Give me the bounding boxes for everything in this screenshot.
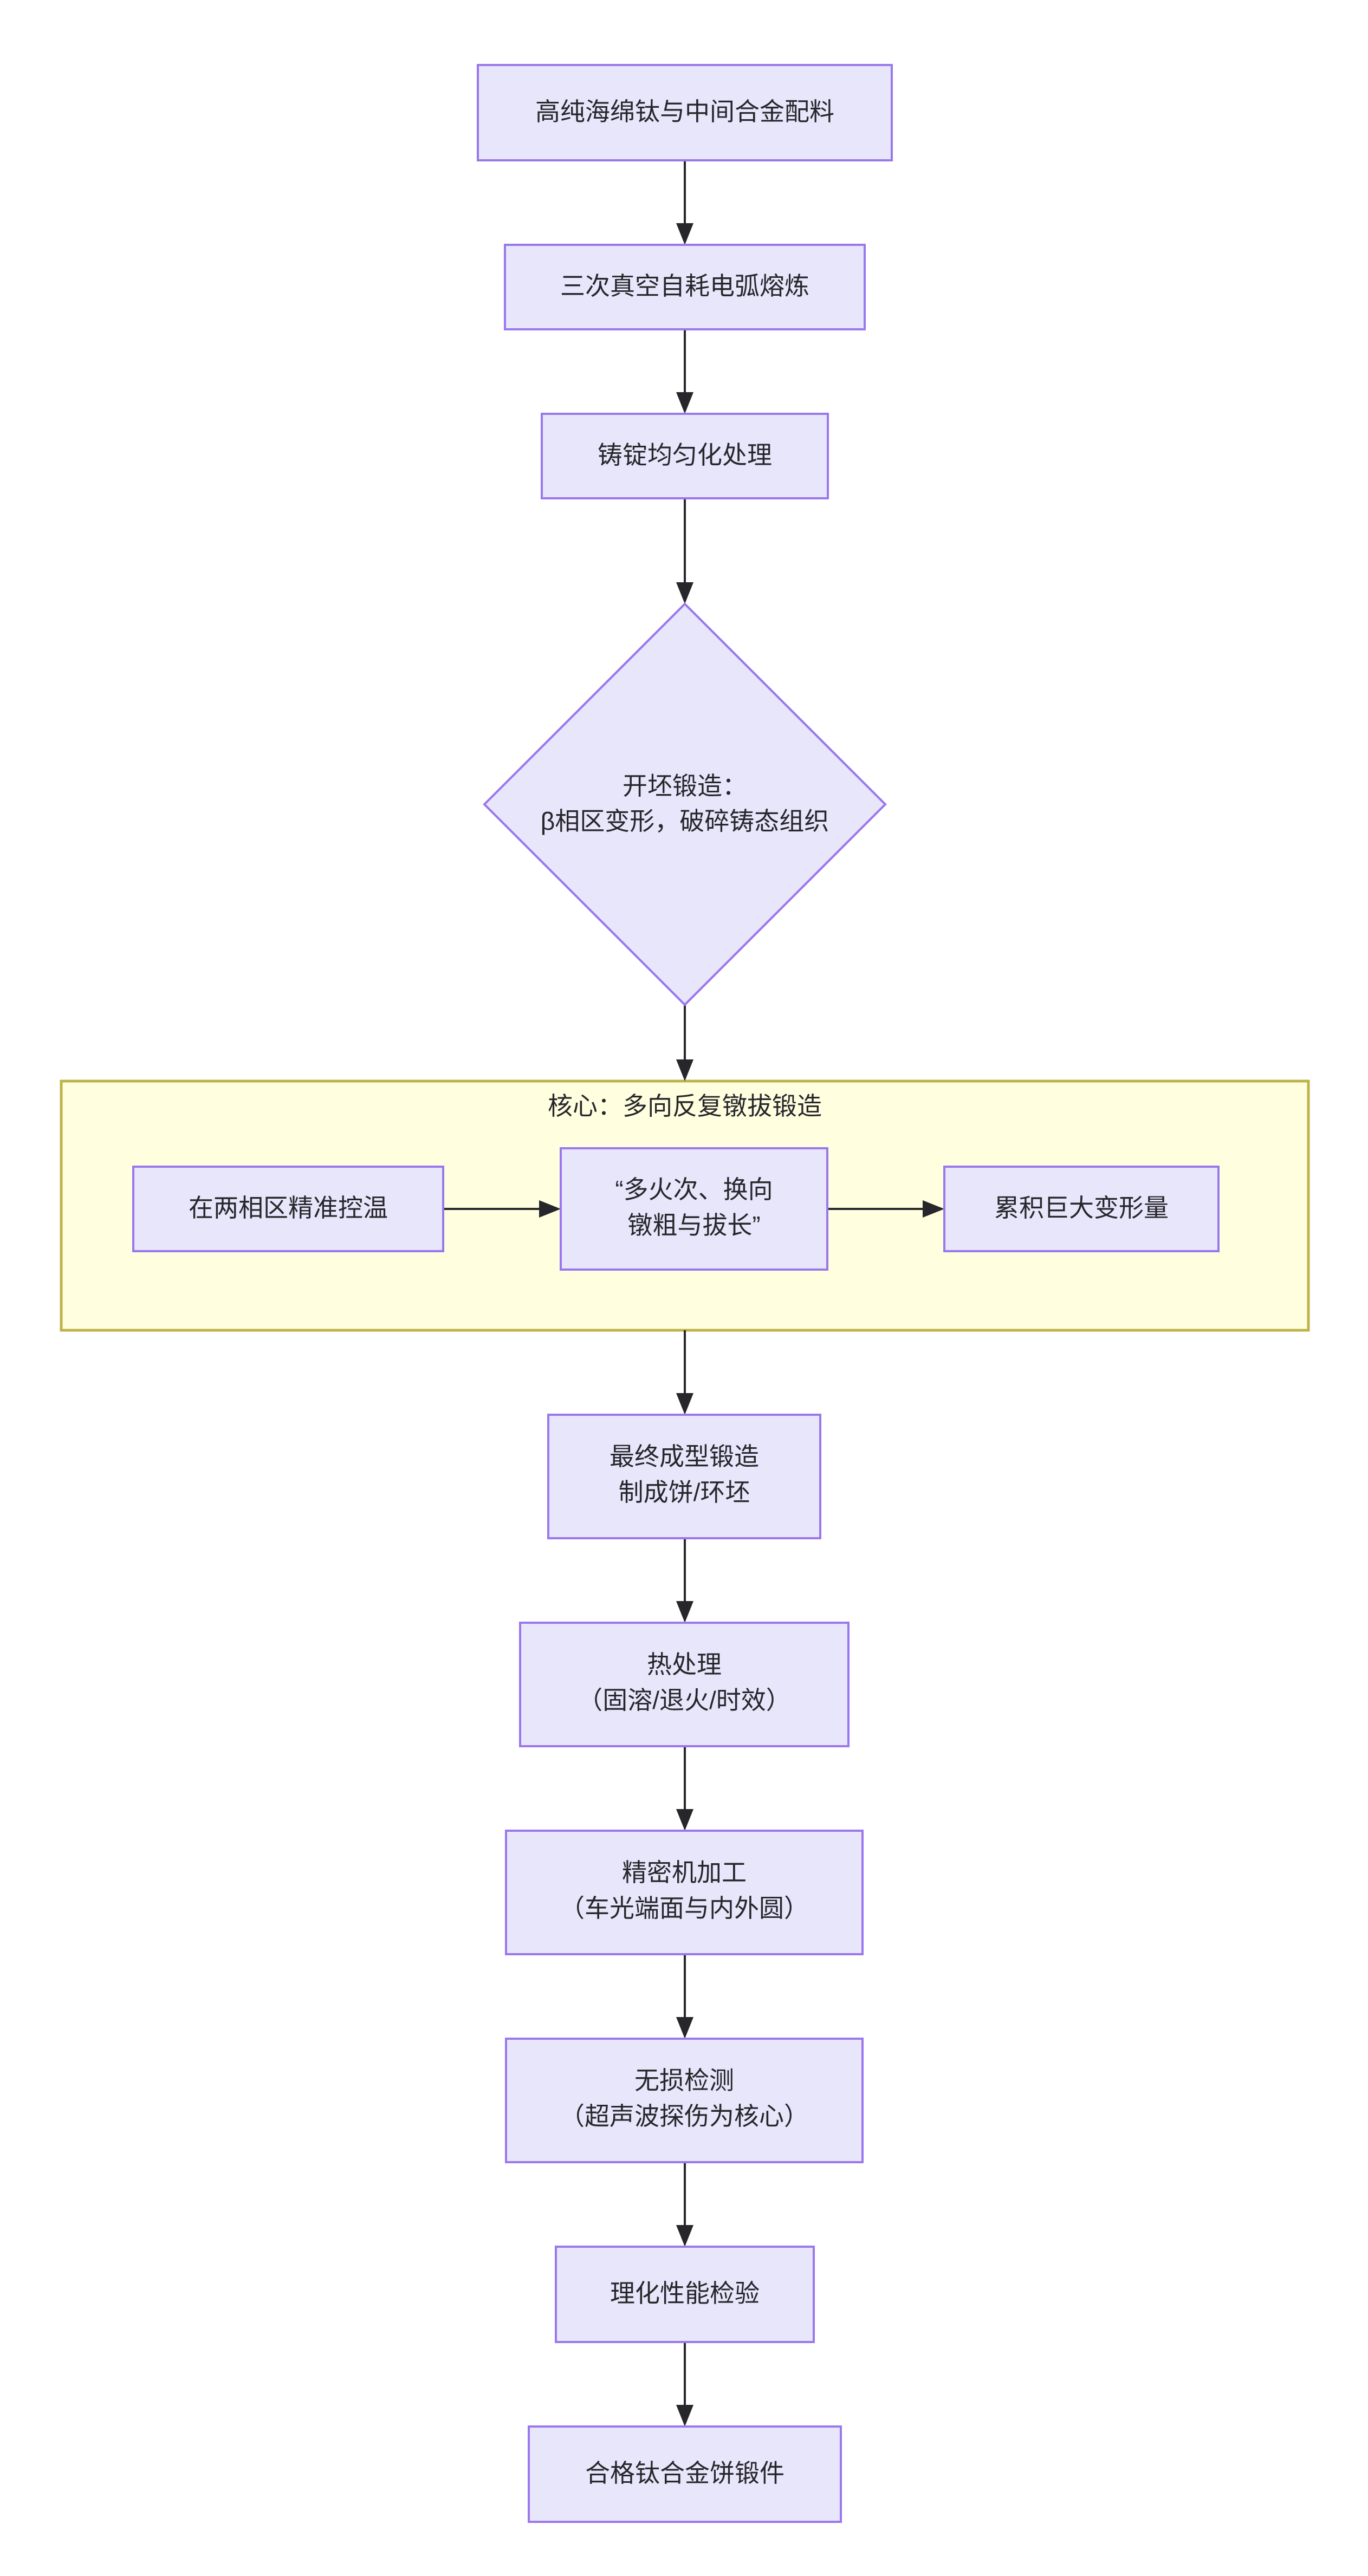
node-label-n13: 合格钛合金饼锻件: [585, 2459, 785, 2487]
node-rect-n12[interactable]: [555, 2246, 815, 2343]
node-physical-chemical-inspection[interactable]: 理化性能检验: [555, 2246, 815, 2343]
edge-group: [443, 160, 944, 2427]
node-label-n3: 铸锭均匀化处理: [598, 441, 772, 469]
edge-n5-n6: [443, 1200, 561, 1218]
node-label-n8-line2: 制成饼/环坯: [619, 1478, 750, 1506]
edge-n2-n3: [676, 329, 693, 414]
node-label-n9-line1: 热处理: [647, 1650, 722, 1679]
node-label-n10-line1: 精密机加工: [622, 1858, 747, 1887]
node-rect-n9[interactable]: [519, 1622, 850, 1747]
edge-n6-n7: [827, 1200, 944, 1218]
node-label-n11-line2: （超声波探伤为核心）: [560, 2102, 809, 2130]
edge-n10-n11: [676, 1954, 693, 2039]
node-label-n8-line1: 最终成型锻造: [610, 1442, 759, 1471]
edge-n12-n13: [676, 2342, 693, 2427]
node-label-n10-line2: （车光端面与内外圆）: [560, 1894, 809, 1922]
node-label-n4-line1: 开坯锻造：: [623, 772, 747, 800]
node-accumulated-deformation[interactable]: 累积巨大变形量: [943, 1166, 1220, 1252]
edge-n3-n4: [676, 498, 693, 604]
edge-n9-n10: [676, 1746, 693, 1831]
node-label-n5: 在两相区精准控温: [189, 1194, 388, 1222]
edge-n4-cluster: [676, 1005, 693, 1081]
edge-n11-n12: [676, 2162, 693, 2247]
node-final-forming-forging[interactable]: 最终成型锻造 制成饼/环坯: [547, 1414, 821, 1539]
node-rect-n7[interactable]: [943, 1166, 1220, 1252]
node-nondestructive-testing[interactable]: 无损检测 （超声波探伤为核心）: [505, 2038, 864, 2163]
node-rect-n11[interactable]: [505, 2038, 864, 2163]
node-rect-n6[interactable]: [560, 1147, 828, 1271]
node-rect-n8[interactable]: [547, 1414, 821, 1539]
node-ingot-homogenization[interactable]: 铸锭均匀化处理: [541, 413, 829, 499]
node-rect-n3[interactable]: [541, 413, 829, 499]
node-label-n6-line1: “多火次、换向: [615, 1175, 773, 1204]
node-label-n2: 三次真空自耗电弧熔炼: [560, 272, 809, 300]
node-rect-n13[interactable]: [528, 2425, 842, 2523]
node-heat-treatment[interactable]: 热处理 （固溶/退火/时效）: [519, 1622, 850, 1747]
cluster-title: 核心：多向反复镦拔锻造: [548, 1092, 822, 1120]
edge-cluster-n8: [676, 1330, 693, 1415]
node-raw-material[interactable]: 高纯海绵钛与中间合金配料: [477, 64, 893, 161]
node-label-n4-line2: β相区变形，破碎铸态组织: [541, 807, 829, 835]
node-precision-machining[interactable]: 精密机加工 （车光端面与内外圆）: [505, 1830, 864, 1955]
node-label-n9-line2: （固溶/退火/时效）: [578, 1686, 791, 1714]
node-label-n7: 累积巨大变形量: [994, 1194, 1169, 1222]
node-rect-n2[interactable]: [504, 244, 866, 330]
node-rect-n5[interactable]: [132, 1166, 444, 1252]
node-diamond-n4[interactable]: [483, 602, 887, 1006]
node-rect-n10[interactable]: [505, 1830, 864, 1955]
node-vacuum-arc-melting[interactable]: 三次真空自耗电弧熔炼: [504, 244, 866, 330]
edge-n1-n2: [676, 160, 693, 245]
node-label-n12: 理化性能检验: [610, 2279, 760, 2307]
node-label-n6-line2: 镦粗与拔长”: [627, 1211, 760, 1239]
node-two-phase-temperature-control[interactable]: 在两相区精准控温: [132, 1166, 444, 1252]
edge-n8-n9: [676, 1538, 693, 1623]
node-label-n11-line1: 无损检测: [634, 2066, 734, 2094]
node-qualified-forging[interactable]: 合格钛合金饼锻件: [528, 2425, 842, 2523]
node-label-n1: 高纯海绵钛与中间合金配料: [535, 97, 834, 126]
node-multi-heat-upsetting-drawing[interactable]: “多火次、换向 镦粗与拔长”: [560, 1147, 828, 1271]
node-rect-n1[interactable]: [477, 64, 893, 161]
node-cogging-forging[interactable]: 开坯锻造： β相区变形，破碎铸态组织: [483, 602, 887, 1006]
